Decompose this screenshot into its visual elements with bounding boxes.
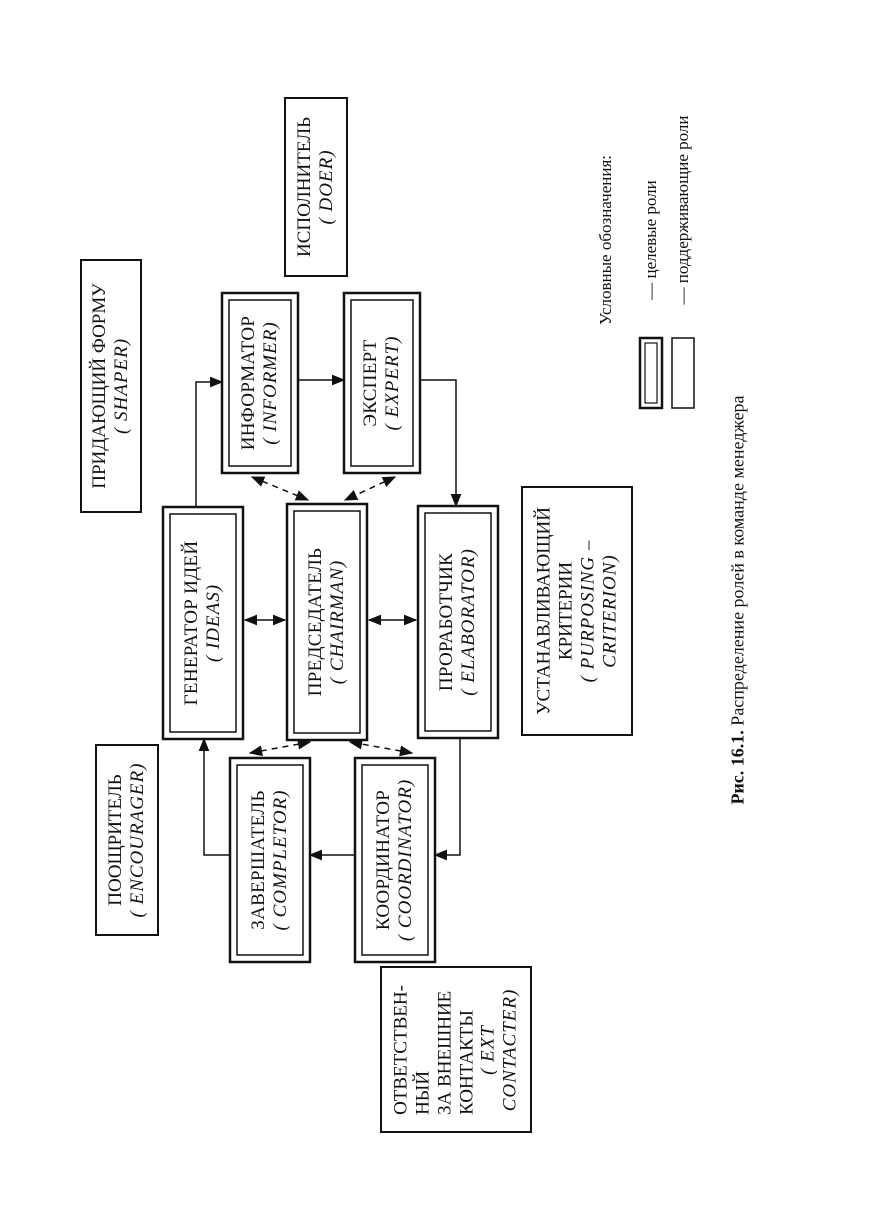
role-encourager-en: ( ENCOURAGER) bbox=[127, 762, 148, 918]
role-informer-label: ИНФОРМАТОР ( INFORMER) bbox=[238, 316, 282, 451]
role-chairman-name: ПРЕДСЕДАТЕЛЬ bbox=[305, 547, 327, 697]
role-ext-contacter-line2: НЫЙ bbox=[412, 1070, 434, 1115]
arrow-expert-to-elaborator bbox=[420, 379, 462, 508]
role-generator-label: ГЕНЕРАТОР ИДЕЙ ( IDEAS) bbox=[181, 541, 225, 706]
role-completor-label: ЗАВЕРШАТЕЛЬ ( COMPLETOR) bbox=[248, 790, 292, 931]
box-shaper bbox=[80, 259, 142, 513]
box-chairman bbox=[285, 502, 369, 742]
box-doer bbox=[284, 97, 348, 277]
role-encourager-name: ПООЩРИТЕЛЬ bbox=[105, 774, 127, 906]
dashed-link-informer-chairman bbox=[250, 476, 310, 501]
role-ext-contacter-line3: ЗА ВНЕШНИЕ bbox=[434, 990, 456, 1115]
role-shaper-name: ПРИДАЮЩИЙ ФОРМУ bbox=[89, 283, 111, 489]
role-generator-en: ( IDEAS) bbox=[203, 583, 224, 663]
dashed-link-coordinator-chairman bbox=[348, 738, 414, 757]
role-elaborator-label: ПРОРАБОТЧИК ( ELABORATOR) bbox=[436, 548, 480, 696]
box-encourager bbox=[95, 744, 159, 936]
role-completor-name: ЗАВЕРШАТЕЛЬ bbox=[248, 790, 270, 930]
role-purposing-line1: УСТАНАВЛИВАЮЩИЙ bbox=[533, 507, 555, 715]
role-doer-en: ( DOER) bbox=[316, 149, 337, 225]
role-purposing-en1: ( PURPOSING – bbox=[577, 539, 598, 683]
role-elaborator-en: ( ELABORATOR) bbox=[458, 548, 479, 696]
figure-caption-number: Рис. 16.1. bbox=[727, 730, 748, 805]
role-expert-label: ЭКСПЕРТ ( EXPERT) bbox=[360, 335, 404, 430]
role-coordinator-name: КООРДИНАТОР bbox=[373, 789, 395, 931]
role-expert-name: ЭКСПЕРТ bbox=[360, 339, 382, 427]
dashed-link-completor-chairman bbox=[248, 738, 312, 757]
role-ext-contacter-line4: КОНТАКТЫ bbox=[456, 1010, 477, 1115]
role-informer-name: ИНФОРМАТОР bbox=[238, 315, 260, 451]
legend-support-swatch bbox=[671, 337, 695, 409]
role-coordinator-en: ( COORDINATOR) bbox=[395, 778, 416, 942]
role-purposing-en2: CRITERION) bbox=[598, 554, 620, 668]
figure-caption: Рис. 16.1. Распределение ролей в команде… bbox=[728, 395, 749, 804]
arrow-completor-to-generator bbox=[198, 737, 230, 856]
role-ext-contacter-line1: ОТВЕТСТВЕН- bbox=[390, 985, 412, 1115]
box-ext-contacter bbox=[380, 966, 532, 1133]
role-purposing-line2: КРИТЕРИИ bbox=[555, 561, 577, 661]
role-ext-contacter-label: ОТВЕТСТВЕН- НЫЙ ЗА ВНЕШНИЕ КОНТАКТЫ ( EX… bbox=[390, 985, 521, 1115]
role-doer-label: ИСПОЛНИТЕЛЬ ( DOER) bbox=[294, 117, 338, 257]
role-doer-name: ИСПОЛНИТЕЛЬ bbox=[294, 117, 316, 257]
legend-support-label: — поддерживающие роли bbox=[673, 115, 693, 305]
arrow-elaborator-to-coordinator bbox=[433, 738, 461, 861]
role-chairman-label: ПРЕДСЕДАТЕЛЬ ( CHAIRMAN) bbox=[305, 548, 349, 697]
legend-target-label: — целевые роли bbox=[641, 180, 661, 300]
role-encourager-label: ПООЩРИТЕЛЬ ( ENCOURAGER) bbox=[105, 763, 149, 918]
role-ext-contacter-en1: ( EXT bbox=[477, 1025, 499, 1075]
role-shaper-label: ПРИДАЮЩИЙ ФОРМУ ( SHAPER) bbox=[89, 283, 133, 488]
role-elaborator-name: ПРОРАБОТЧИК bbox=[436, 552, 458, 692]
role-completor-en: ( COMPLETOR) bbox=[270, 789, 291, 931]
dashed-link-expert-chairman bbox=[343, 476, 397, 501]
legend-title: Условные обозначения: bbox=[596, 154, 616, 326]
role-coordinator-label: КООРДИНАТОР ( COORDINATOR) bbox=[373, 779, 417, 941]
legend-target-swatch bbox=[638, 336, 664, 410]
role-chairman-en: ( CHAIRMAN) bbox=[327, 559, 348, 685]
arrow-generator-to-informer bbox=[195, 376, 224, 507]
role-ext-contacter-en2: CONTACTER) bbox=[499, 988, 521, 1112]
role-expert-en: ( EXPERT) bbox=[382, 335, 403, 431]
role-shaper-en: ( SHAPER) bbox=[111, 337, 132, 435]
figure-caption-text: Распределение ролей в команде менеджера bbox=[727, 395, 748, 726]
role-informer-en: ( INFORMER) bbox=[260, 321, 281, 445]
role-purposing-label: УСТАНАВЛИВАЮЩИЙ КРИТЕРИИ ( PURPOSING – C… bbox=[533, 507, 620, 715]
role-generator-name: ГЕНЕРАТОР ИДЕЙ bbox=[181, 540, 203, 706]
box-purposing bbox=[521, 486, 633, 736]
